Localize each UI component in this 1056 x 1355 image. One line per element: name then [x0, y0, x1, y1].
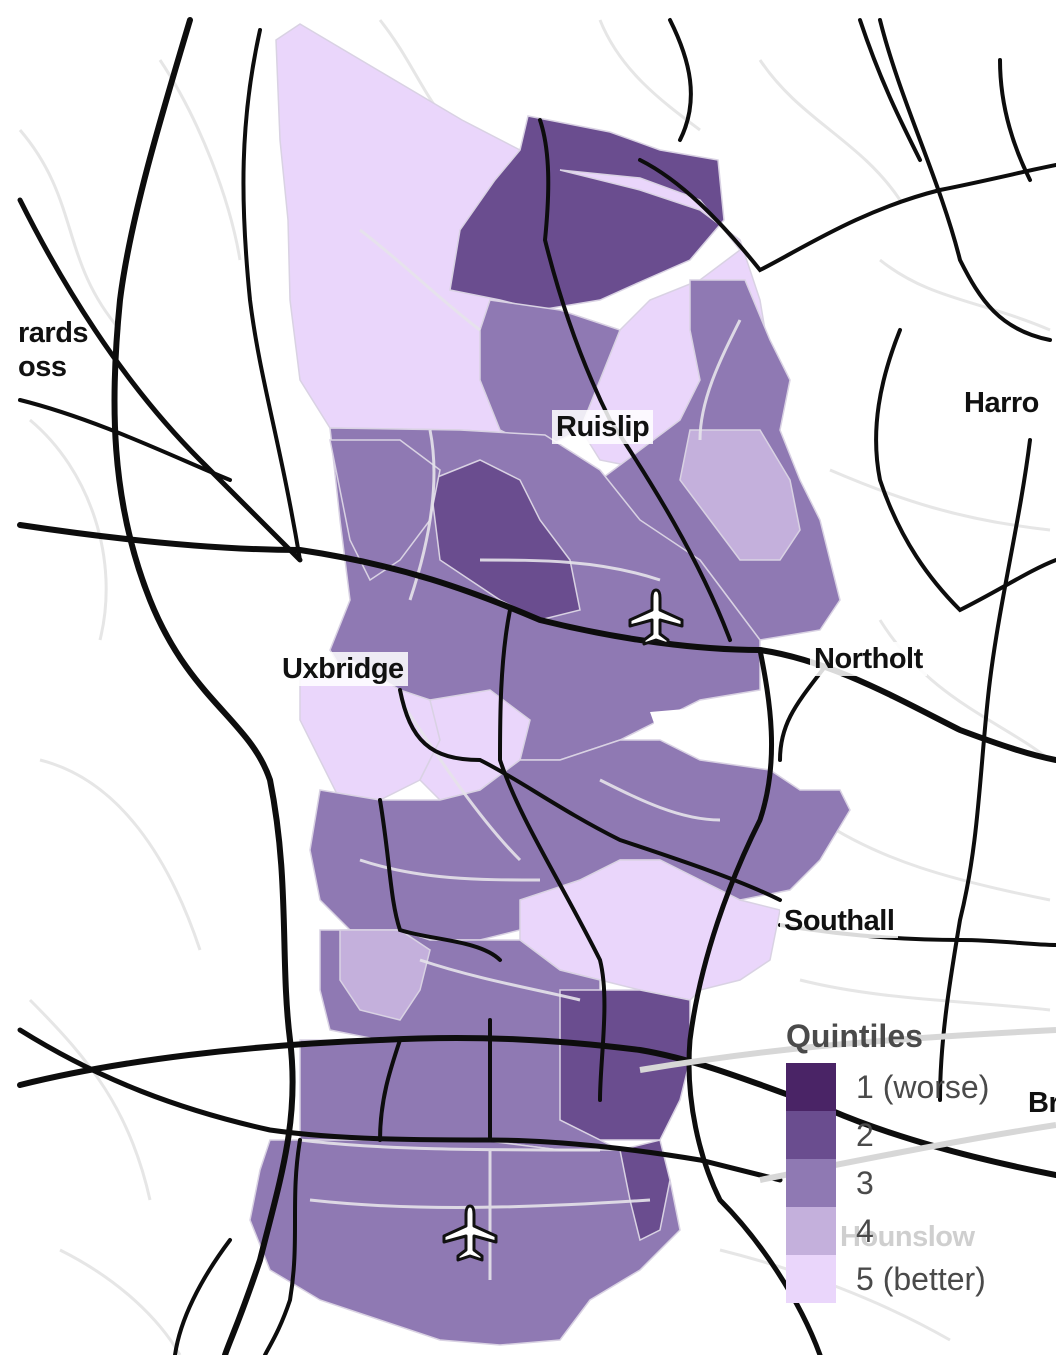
area-q3-nw	[329, 439, 441, 582]
legend-item: 4	[786, 1207, 1026, 1255]
legend-label: 2	[856, 1116, 874, 1153]
legend-title: Quintiles	[786, 1018, 923, 1054]
legend: Quintiles 1 (worse) 2 3 4 5 (better)	[786, 1018, 1026, 1303]
legend-swatch	[786, 1159, 836, 1207]
area-white-notch	[650, 706, 770, 770]
legend-item: 1 (worse)	[786, 1063, 1026, 1111]
legend-swatch	[786, 1111, 836, 1159]
place-label-harrow: Harro	[960, 386, 1043, 420]
place-label-hounslow: Hounslow	[840, 1221, 975, 1253]
legend-item: 3	[786, 1159, 1026, 1207]
internal-streets	[299, 228, 742, 1280]
choropleth	[249, 23, 851, 1346]
legend-label: 3	[856, 1164, 874, 1201]
legend-label: 4	[856, 1212, 874, 1249]
legend-swatch	[786, 1063, 836, 1111]
minor-roads	[18, 19, 1051, 1355]
legend-swatch	[786, 1207, 836, 1255]
area-q2-central	[429, 459, 581, 621]
major-roads	[17, 17, 1056, 1355]
airport-icon	[628, 588, 684, 646]
place-label-gerrards-cross: rards oss	[18, 317, 89, 383]
place-label-uxbridge: Uxbridge	[278, 652, 408, 686]
legend-item: 5 (better)	[786, 1255, 1026, 1303]
place-label-brentford: Br	[1028, 1087, 1056, 1119]
place-label-ruislip: Ruislip	[552, 410, 654, 444]
airport-icon	[442, 1204, 498, 1262]
legend-label: 5 (better)	[856, 1260, 986, 1297]
area-q4-east	[679, 429, 801, 561]
legend-swatch	[786, 1255, 836, 1303]
area-q2-northeast	[449, 115, 725, 311]
legend-item: 2	[786, 1111, 1026, 1159]
place-label-northolt: Northolt	[810, 642, 927, 676]
place-label-southall: Southall	[780, 904, 899, 938]
legend-label: 1 (worse)	[856, 1068, 990, 1105]
